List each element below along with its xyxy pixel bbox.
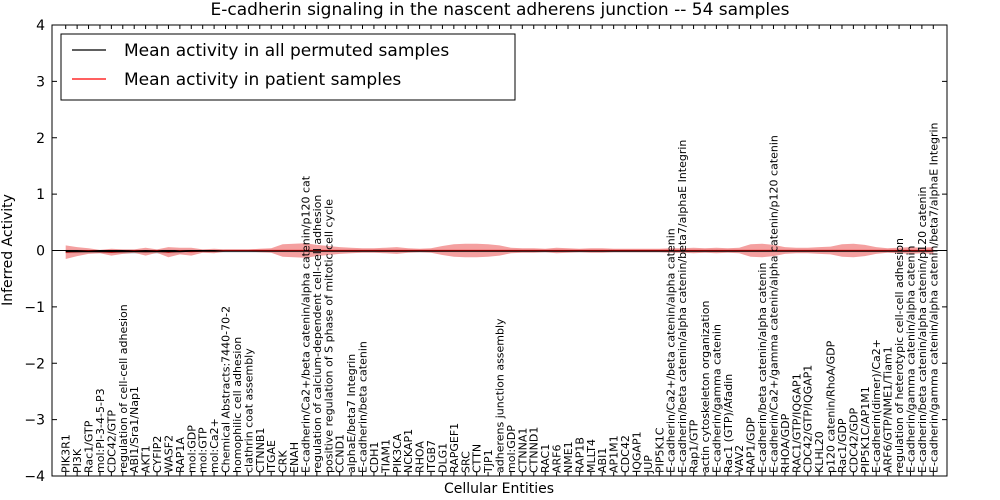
x-tick-label: PIK3R1 [60, 434, 73, 473]
x-tick-label: mol:GDP [505, 425, 518, 473]
y-tick-label: 4 [36, 18, 45, 34]
x-tick-label: IQGAP1 [631, 431, 644, 473]
x-tick-label: regulation of cell-cell adhesion [117, 304, 130, 473]
x-tick-label: clathrin coat assembly [242, 348, 255, 473]
x-tick-label: Rac1 (GTP)/Afadin [722, 374, 735, 473]
x-tick-label: CTTN [471, 444, 484, 473]
legend-label: Mean activity in all permuted samples [124, 41, 449, 61]
y-axis-label: Inferred Activity [0, 194, 16, 306]
x-tick-label: RAC1/GTP/IQGAP1 [790, 373, 803, 473]
x-tick-label: E-cadherin/Ca2+/beta catenin/alpha caten… [299, 175, 312, 473]
y-tick-label: −2 [24, 356, 45, 372]
y-tick-label: 2 [36, 131, 45, 147]
x-tick-label: NCKAP1 [402, 429, 415, 473]
x-tick-label: p120 catenin/RhoA/GDP [825, 340, 838, 473]
x-tick-label: PIK3CA [391, 433, 404, 473]
legend-box [60, 33, 516, 101]
x-tick-label: DLG1 [436, 443, 449, 473]
x-axis-label: Cellular Entities [444, 481, 554, 497]
x-tick-label: ABI1/Sra1/Nap1 [128, 386, 141, 473]
x-tick-label: mol:Ca2+ [208, 418, 221, 473]
x-tick-label: VAV2 [733, 445, 746, 473]
x-tick-label: ITGAE [265, 440, 278, 473]
x-tick-label: CDC42/GDP [847, 407, 860, 473]
y-tick-label: 1 [36, 187, 45, 203]
x-tick-label: ARF6/GTP/NME1/Tiam1 [882, 346, 895, 473]
x-tick-label: mol:PI-3-4-5-P3 [94, 388, 107, 473]
y-tick-label: −4 [24, 469, 45, 485]
x-tick-label: adherens junction assembly [494, 318, 507, 473]
y-tick-label: 0 [36, 244, 45, 260]
x-tick-label: Rap1/GTP [688, 419, 701, 473]
x-tick-label: positive regulation of S phase of mitoti… [322, 199, 335, 473]
x-tick-label: homophilic cell adhesion [231, 337, 244, 473]
x-tick-label: CTNNA1 [516, 428, 529, 473]
x-tick-label: Rac1/GTP [83, 420, 96, 473]
x-tick-label: mol:GDP [185, 425, 198, 473]
x-tick-label: AKT1 [140, 445, 153, 473]
y-tick-label: −3 [24, 413, 45, 429]
x-tick-label: JUP [642, 455, 655, 474]
x-tick-label: RHOA/GDP [779, 413, 792, 473]
x-tick-label: CTNND1 [528, 427, 541, 473]
x-tick-label: RAP1A [174, 437, 187, 473]
x-tick-label: E-cadherin/beta catenin/alpha catenin [756, 263, 769, 473]
x-tick-label: ARF6 [551, 445, 564, 474]
x-tick-label: CDC42/GTP/IQGAP1 [802, 365, 815, 473]
legend: Mean activity in all permuted samplesMea… [60, 33, 516, 101]
x-tick-label: CCND1 [334, 434, 347, 473]
x-tick-label: CTNNB1 [254, 428, 267, 473]
chart-title: E-cadherin signaling in the nascent adhe… [211, 0, 790, 20]
y-tick-label: −1 [24, 300, 45, 316]
x-tick-label: WASF2 [162, 435, 175, 473]
x-tick-label: CDH1 [368, 442, 381, 473]
x-tick-label: RAPGEF1 [448, 423, 461, 473]
x-tick-label: E-cadherin/gamma catenin/alpha catenin/b… [927, 122, 940, 473]
x-tick-label: SRC [459, 451, 472, 473]
x-tick-label: MLLT4 [585, 439, 598, 473]
x-tick-label: CDC42 [619, 435, 632, 473]
x-tick-label: PIP5K1C [653, 427, 666, 473]
x-tick-label: E-cadherin/gamma catenin [710, 324, 723, 473]
x-tick-label: ABI1 [596, 448, 609, 473]
x-tick-label: AP1M1 [608, 435, 621, 473]
x-tick-label: TIAM1 [379, 439, 392, 474]
x-tick-label: regulation of calcium-dependent cell-cel… [311, 195, 324, 473]
x-tick-label: CRK [277, 450, 290, 473]
x-tick-label: E-cadherin/beta catenin/alpha catenin/be… [676, 140, 689, 473]
x-tick-label: E-cadherin(dimer)/Ca2+ [870, 339, 883, 473]
x-tick-label: E-cadherin/Ca2+/gamma catenin/alpha cate… [768, 135, 781, 473]
x-tick-label: RAC1 [539, 444, 552, 473]
x-tick-label: KLHL20 [813, 431, 826, 473]
plot-area [52, 243, 947, 259]
x-tick-label: actin cytoskeleton organization [699, 301, 712, 473]
x-tick-label: CDC42/GTP [105, 410, 118, 473]
x-tick-label: alphaE/beta7 Integrin [345, 354, 358, 473]
x-tick-label: NME1 [562, 441, 575, 473]
x-tick-label: TJP1 [482, 449, 495, 474]
y-tick-label: 3 [36, 74, 45, 90]
x-tick-label: mol:GTP [197, 427, 210, 473]
y-axis: −4 −3 −2 −1 0 1 2 3 4 [24, 18, 947, 485]
x-axis: PIK3R1PI3KRac1/GTPmol:PI-3-4-5-P3CDC42/G… [60, 25, 940, 476]
x-tick-label: ENAH [288, 442, 301, 473]
x-tick-label: RAP1B [573, 437, 586, 473]
x-tick-label: PIP5K1C/AP1M1 [859, 386, 872, 473]
x-tick-label: RHOA [414, 441, 427, 473]
x-tick-label: PI3K [71, 448, 84, 473]
series-0-line [65, 250, 934, 253]
x-tick-label: E-cadherin/Ca2+/beta catenin/alpha caten… [665, 228, 678, 473]
x-tick-label: E-cadherin/beta catenin [357, 341, 370, 473]
x-tick-label: CYFIP2 [151, 436, 164, 473]
x-tick-label: E-cadherin/gamma catenin/alpha catenin [905, 245, 918, 473]
x-tick-label: regulation of heterotypic cell-cell adhe… [893, 238, 906, 473]
x-tick-label: RAP1/GDP [745, 417, 758, 473]
x-tick-label: ITGB7 [425, 440, 438, 473]
x-tick-label: Chemical Abstracts:7440-70-2 [220, 306, 233, 473]
x-tick-label: E-cadherin/beta catenin/alpha catenin/p1… [916, 187, 929, 473]
legend-label: Mean activity in patient samples [124, 70, 401, 90]
x-tick-label: Rac1/GDP [836, 418, 849, 473]
